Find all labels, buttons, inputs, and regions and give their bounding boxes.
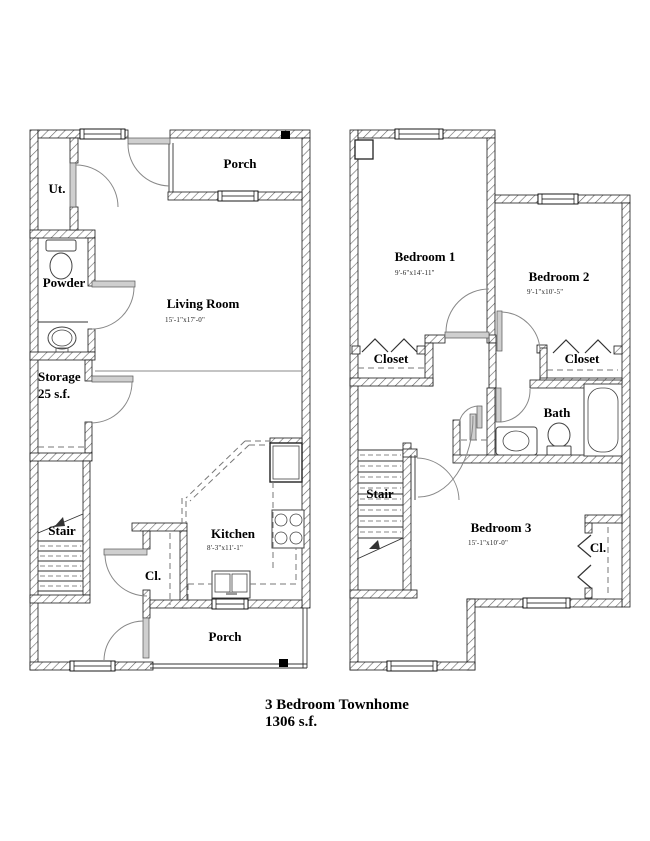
bath-door xyxy=(495,387,531,423)
label-utility: Ut. xyxy=(49,181,66,196)
title-block: 3 Bedroom Townhome 1306 s.f. xyxy=(265,697,409,730)
label-bedroom2: Bedroom 2 xyxy=(529,269,590,284)
window-f2-rear-left xyxy=(386,660,438,672)
powder-sink xyxy=(38,321,88,353)
kitchen-sink xyxy=(211,570,251,599)
utility-door xyxy=(69,162,119,208)
first-floor-labels: Ut. Porch Powder Living Room 15'-1"x17'-… xyxy=(38,156,257,644)
bath-tub xyxy=(583,383,623,457)
window-f2-bedroom3 xyxy=(522,597,571,609)
label-stair-f1: Stair xyxy=(48,523,76,538)
label-storage: Storage xyxy=(38,369,81,384)
kitchen-counter-dashed xyxy=(181,440,297,600)
stair-f1 xyxy=(37,513,84,592)
second-floor-plan: Bedroom 1 9'-6"x14'-11" Bedroom 2 9'-1"x… xyxy=(349,128,631,672)
bedroom1-door xyxy=(444,288,490,339)
label-living-room: Living Room xyxy=(167,296,240,311)
column-marker-top xyxy=(281,131,290,139)
window-f2-bedroom2 xyxy=(537,193,579,205)
storage-door xyxy=(91,375,134,424)
closet-door-f1 xyxy=(103,548,148,597)
label-kitchen: Kitchen xyxy=(211,526,256,541)
dim-bedroom3: 15'-1"x10'-0" xyxy=(468,539,508,547)
kitchen-fridge xyxy=(269,442,303,483)
bedroom2-door xyxy=(496,310,541,352)
linen-closet-door xyxy=(458,405,483,429)
label-closet2: Closet xyxy=(565,351,600,366)
stair-direction-arrow-f2 xyxy=(369,540,380,549)
label-bedroom1: Bedroom 1 xyxy=(395,249,456,264)
label-closet-f1: Cl. xyxy=(145,568,161,583)
window-f1-rear xyxy=(69,660,116,672)
label-stair-f2: Stair xyxy=(366,486,394,501)
label-porch-bottom: Porch xyxy=(209,629,243,644)
closet3-bifold xyxy=(577,527,609,595)
window-f1-front xyxy=(79,128,126,140)
bath-toilet xyxy=(546,422,572,456)
front-door xyxy=(127,137,171,187)
bath-vanity-sink xyxy=(495,426,538,456)
window-f1-porch-bottom xyxy=(211,598,249,610)
powder-door xyxy=(91,280,136,330)
label-storage-area: 25 s.f. xyxy=(38,386,70,401)
label-closet1: Closet xyxy=(374,351,409,366)
powder-toilet xyxy=(45,239,77,280)
closet1-bifold xyxy=(358,338,425,369)
column-marker-bottom xyxy=(279,659,288,667)
stair-direction-arrow-f1 xyxy=(54,517,65,527)
label-bath: Bath xyxy=(544,405,572,420)
rear-porch-door xyxy=(103,617,150,661)
first-floor-walls xyxy=(29,129,311,671)
label-porch-top: Porch xyxy=(224,156,258,171)
dim-bedroom1: 9'-6"x14'-11" xyxy=(395,269,435,277)
chase-box xyxy=(354,139,374,160)
porch-top-edge xyxy=(168,143,174,192)
closet2-bifold xyxy=(547,339,618,371)
kitchen-stove xyxy=(271,509,305,549)
dim-kitchen: 8'-3"x11'-1" xyxy=(207,544,243,552)
stair-top-door xyxy=(410,455,460,501)
dim-bedroom2: 9'-1"x10'-5" xyxy=(527,288,563,296)
plan-area: 1306 s.f. xyxy=(265,714,317,730)
label-closet3: Cl. xyxy=(590,540,606,555)
window-f1-porch-top xyxy=(217,190,259,202)
first-floor-plan: Ut. Porch Powder Living Room 15'-1"x17'-… xyxy=(29,128,311,672)
dim-living-room: 15'-1"x17'-0" xyxy=(165,316,205,324)
second-floor-labels: Bedroom 1 9'-6"x14'-11" Bedroom 2 9'-1"x… xyxy=(366,249,606,555)
stair-f2 xyxy=(356,449,404,560)
window-f2-bedroom1 xyxy=(394,128,444,140)
second-floor-walls xyxy=(349,129,631,671)
plan-title: 3 Bedroom Townhome xyxy=(265,697,409,713)
label-bedroom3: Bedroom 3 xyxy=(471,520,532,535)
label-powder: Powder xyxy=(43,275,86,290)
